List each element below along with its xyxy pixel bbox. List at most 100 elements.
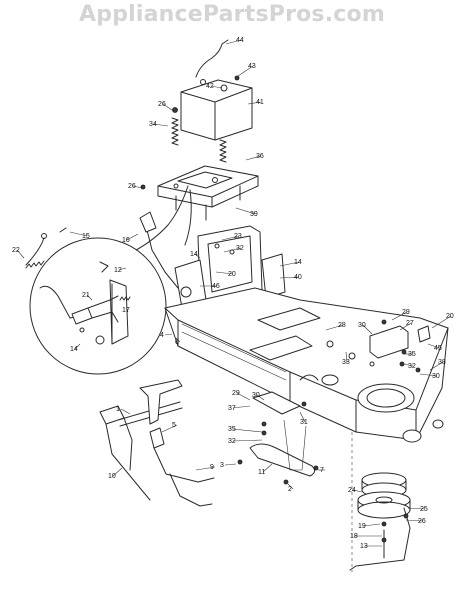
- callout-label: 10: [108, 473, 116, 480]
- callout-label: 2: [288, 486, 292, 493]
- callout-label: 29: [402, 309, 410, 316]
- knob: [139, 211, 157, 233]
- callout-label: 17: [122, 307, 130, 314]
- nut: [234, 75, 240, 81]
- callout-leader: [279, 276, 300, 279]
- callout-label: 21: [82, 292, 90, 299]
- callout-label: 23: [234, 233, 242, 240]
- callout-leader: [362, 523, 381, 527]
- callout-leader: [69, 231, 88, 237]
- battery-tray: [157, 165, 259, 221]
- brake-link: [237, 443, 319, 485]
- nut: [172, 107, 178, 113]
- callout-leader: [120, 408, 131, 415]
- callout-label: 32: [408, 363, 416, 370]
- pulley: [180, 286, 192, 298]
- callout-label: 35: [408, 351, 416, 358]
- leader-line: [283, 419, 307, 471]
- callout-leader: [195, 466, 216, 471]
- callout-label: 30: [358, 322, 366, 329]
- callout-leader: [299, 411, 306, 423]
- callout-leader: [194, 253, 201, 259]
- callout-leader: [215, 271, 234, 275]
- callout-leader: [86, 294, 93, 301]
- callout-leader: [345, 351, 348, 363]
- nut: [403, 513, 409, 519]
- callout-leader: [391, 311, 408, 321]
- pedal-assembly: [99, 379, 215, 507]
- callout-leader: [419, 373, 438, 377]
- cable: [184, 189, 192, 246]
- battery-cable: [195, 39, 229, 78]
- callout-label: 32: [236, 245, 244, 252]
- callout-leader: [256, 394, 265, 401]
- callout-label: 33: [342, 359, 350, 366]
- callout-label: 40: [294, 274, 302, 281]
- callout-label: 39: [250, 211, 258, 218]
- callout-leader: [405, 519, 424, 522]
- callout-leader: [403, 363, 414, 367]
- callout-label: 38: [438, 359, 446, 366]
- seat-bracket: [369, 319, 431, 373]
- callout-label: 1: [116, 406, 120, 413]
- callout-leader: [247, 101, 262, 105]
- callout-leader: [162, 103, 173, 111]
- callout-label: 41: [256, 99, 264, 106]
- callout-label: 44: [236, 37, 244, 44]
- callouts: 4443424126343626391522162332142012144021…: [12, 37, 454, 550]
- callout-label: 37: [228, 405, 236, 412]
- callout-label: 11: [258, 469, 265, 476]
- callout-label: 42: [206, 83, 214, 90]
- main-frame: [164, 287, 449, 443]
- callout-label: 28: [338, 322, 346, 329]
- callout-label: 15: [82, 233, 90, 240]
- callout-leader: [126, 233, 139, 241]
- callout-label: 4: [160, 332, 164, 339]
- center-bracket: [252, 391, 307, 436]
- callout-label: 31: [300, 419, 308, 426]
- spring: [171, 117, 227, 163]
- callout-label: 14: [294, 259, 302, 266]
- callout-leader: [427, 343, 440, 349]
- callout-leader: [153, 123, 169, 127]
- callout-label: 3: [220, 462, 224, 469]
- callout-leader: [429, 361, 444, 371]
- cable: [25, 237, 45, 266]
- callout-leader: [132, 185, 143, 189]
- callout-leader: [112, 467, 123, 477]
- callout-leader: [126, 309, 129, 313]
- callout-leader: [118, 267, 127, 271]
- callout-leader: [362, 324, 373, 335]
- callout-leader: [431, 315, 452, 329]
- callout-leader: [232, 405, 251, 409]
- callout-label: 35: [228, 426, 236, 433]
- detail-circle: [29, 237, 167, 375]
- callout-label: 12: [114, 267, 122, 274]
- callout-leader: [224, 463, 237, 466]
- cable-eye: [41, 233, 47, 239]
- pulley-assembly: [357, 472, 411, 559]
- callout-label: 7: [320, 467, 324, 474]
- callout-label: 27: [406, 320, 414, 327]
- callout-leader: [235, 207, 256, 215]
- callout-label: 20: [446, 313, 454, 320]
- callout-label: 14: [190, 251, 198, 258]
- callout-label: 43: [248, 63, 256, 70]
- callout-leader: [279, 261, 300, 267]
- callout-leader: [232, 428, 263, 433]
- callout-label: 46: [212, 283, 220, 290]
- callout-leader: [245, 155, 262, 161]
- callout-leader: [237, 65, 254, 77]
- callout-label: 32: [228, 438, 236, 445]
- callout-leader: [232, 439, 263, 442]
- spring: [25, 260, 45, 269]
- callout-label: 26: [158, 101, 166, 108]
- callout-label: 45: [434, 345, 442, 352]
- callout-leader: [325, 324, 344, 331]
- callout-label: 9: [210, 464, 214, 471]
- callout-leader: [225, 39, 242, 45]
- callout-label: 5: [172, 422, 176, 429]
- callout-label: 30: [252, 392, 260, 399]
- watermark-text: AppliancePartsPros.com: [79, 2, 385, 27]
